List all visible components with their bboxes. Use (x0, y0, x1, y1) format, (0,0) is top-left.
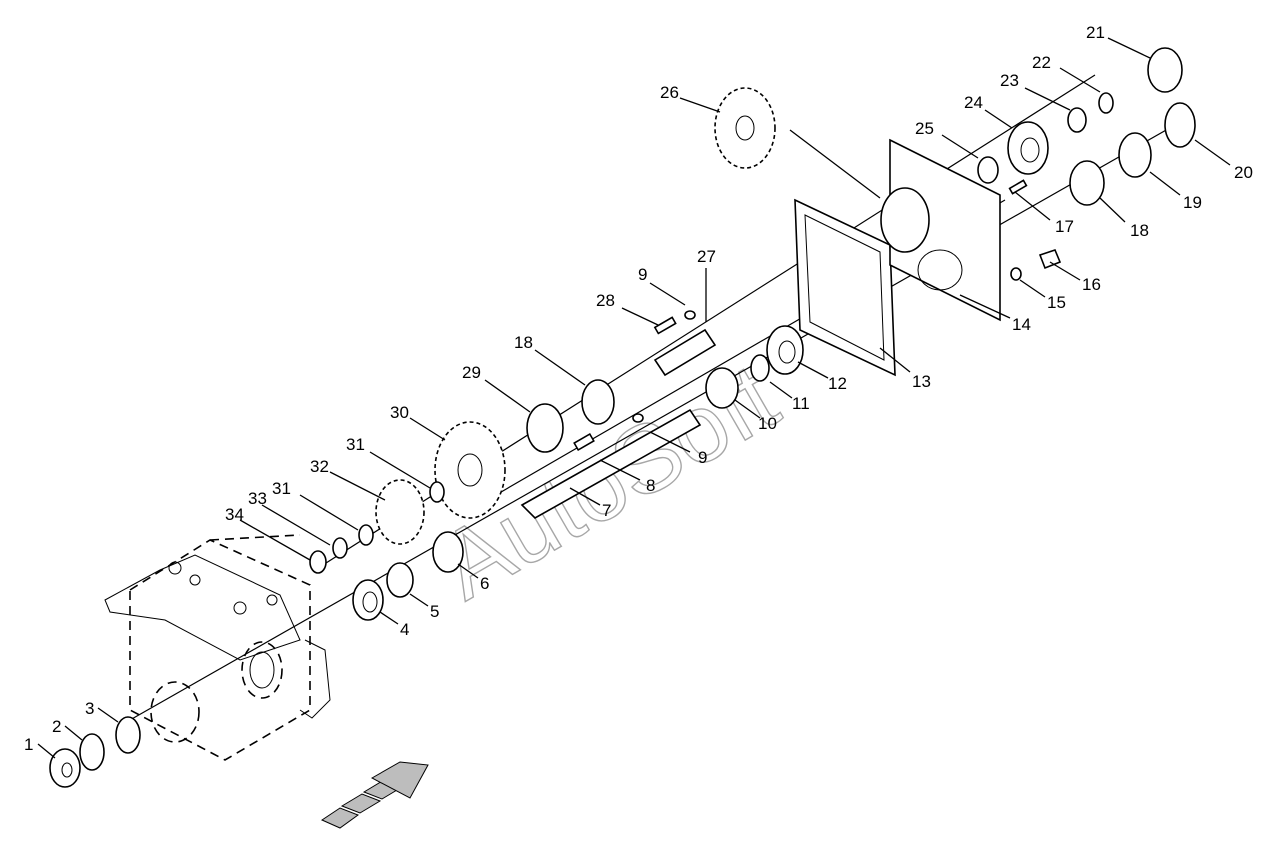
callout-10: 10 (758, 414, 777, 433)
callout-1: 1 (24, 735, 33, 754)
callout-30: 30 (390, 403, 409, 422)
callout-20: 20 (1234, 163, 1253, 182)
callout-leaders (37, 37, 1231, 759)
callout-labels: 1 2 3 4 5 6 7 8 9 9 10 11 12 13 14 15 16… (24, 23, 1253, 754)
callout-19: 19 (1183, 193, 1202, 212)
callout-9a: 9 (698, 448, 707, 467)
callout-24: 24 (964, 93, 983, 112)
callout-16: 16 (1082, 275, 1101, 294)
parts (49, 47, 1196, 788)
callout-6: 6 (480, 574, 489, 593)
direction-arrow-icon (320, 761, 429, 829)
callout-11: 11 (792, 394, 810, 413)
callout-5: 5 (430, 602, 439, 621)
callout-18b: 18 (514, 333, 533, 352)
callout-21: 21 (1086, 23, 1105, 42)
callout-32: 32 (310, 457, 329, 476)
callout-8: 8 (646, 476, 655, 495)
callout-9b: 9 (638, 265, 647, 284)
callout-34: 34 (225, 505, 244, 524)
callout-29: 29 (462, 363, 481, 382)
callout-27: 27 (697, 247, 716, 266)
callout-33: 33 (248, 489, 267, 508)
callout-12: 12 (828, 374, 847, 393)
callout-13: 13 (912, 372, 931, 391)
callout-15: 15 (1047, 293, 1066, 312)
callout-2: 2 (52, 717, 61, 736)
callout-17: 17 (1055, 217, 1074, 236)
callout-22: 22 (1032, 53, 1051, 72)
callout-3: 3 (85, 699, 94, 718)
callout-25: 25 (915, 119, 934, 138)
callout-28: 28 (596, 291, 615, 310)
callout-14: 14 (1012, 315, 1031, 334)
callout-7: 7 (602, 501, 611, 520)
callout-26: 26 (660, 83, 679, 102)
callout-31a: 31 (346, 435, 365, 454)
callout-23: 23 (1000, 71, 1019, 90)
callout-31b: 31 (272, 479, 291, 498)
callout-4: 4 (400, 620, 409, 639)
gearbox-housing (104, 534, 331, 761)
callout-18a: 18 (1130, 221, 1149, 240)
